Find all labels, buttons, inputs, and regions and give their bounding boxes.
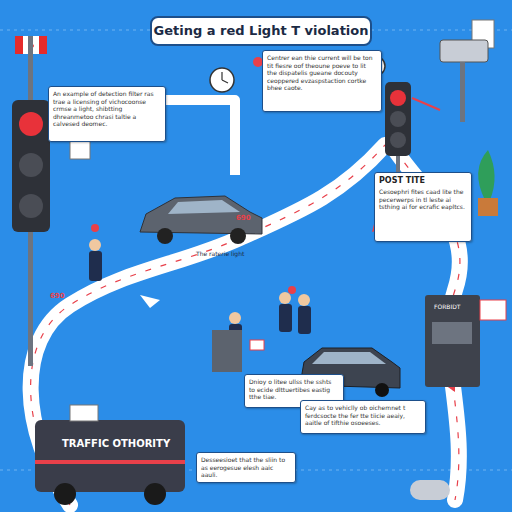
officer-head: [89, 239, 101, 251]
callout-text: Cay as to vehiclly ob oichemnet t ferdcs…: [305, 404, 421, 427]
callout-box: POST TITE Cesoephri fites caad lite the p…: [374, 172, 472, 242]
tunnel: [410, 480, 450, 500]
wheel: [54, 483, 76, 505]
label: 690: [236, 214, 251, 222]
pipe-road: [165, 100, 235, 175]
officer-head: [279, 292, 291, 304]
lamp: [19, 194, 43, 218]
callout-text: Desseesioet that the sliin to as eeroges…: [201, 456, 291, 479]
label: The raterie light: [196, 250, 244, 257]
callout-heading: POST TITE: [379, 176, 467, 186]
envelope: [250, 340, 264, 350]
callout-box: An example of detection filter ras trae …: [48, 86, 166, 142]
envelope: [70, 405, 98, 421]
traffic-light: [12, 100, 50, 232]
red-lamp: [390, 90, 406, 106]
machine-screen: [432, 322, 472, 344]
traffic-light: [385, 82, 411, 156]
plant: [478, 150, 494, 200]
wheel: [157, 228, 173, 244]
truck-stripe: [35, 460, 185, 464]
motion-line: [412, 98, 440, 110]
clock-hands: [222, 72, 228, 83]
callout-box: Cay as to vehiclly ob oichemnet t ferdcs…: [300, 400, 426, 434]
callout-box: Desseesioet that the sliin to as eeroges…: [196, 452, 296, 483]
flag-bar: [15, 36, 23, 54]
title: Geting a red Light T violation: [150, 16, 372, 46]
wheel: [230, 228, 246, 244]
officer: [298, 306, 311, 334]
booth: [212, 330, 242, 372]
flag-bar: [39, 36, 47, 54]
plant-pot: [478, 198, 498, 216]
location-pin: [91, 224, 99, 232]
label: 690: [50, 292, 65, 300]
car-window: [312, 352, 386, 364]
lamp: [390, 132, 406, 148]
lamp: [19, 153, 43, 177]
ticket-machine: [425, 295, 480, 387]
officer-head: [229, 312, 241, 324]
location-pin: [288, 286, 296, 294]
guide-line: [0, 30, 512, 470]
officer: [89, 251, 102, 281]
officer-head: [298, 294, 310, 306]
red-lamp: [19, 112, 43, 136]
label: FORBIDT: [434, 303, 461, 310]
truck: [35, 420, 185, 492]
car: [140, 196, 262, 234]
clock: [210, 68, 234, 92]
label: TRAFFIC OTHORITY: [62, 438, 170, 449]
callout-text: Centrer ean thie current will be ton tit…: [267, 54, 377, 92]
callout-text: Dnioy o litee ullss the sshts to ecide d…: [249, 378, 339, 401]
mailbox: [440, 40, 488, 62]
plane: [140, 295, 160, 308]
wheel: [144, 483, 166, 505]
lamp: [390, 111, 406, 127]
mailbox-post: [460, 62, 465, 122]
callout-box: Centrer ean thie current will be ton tit…: [262, 50, 382, 112]
wheel: [375, 383, 389, 397]
envelope: [480, 300, 506, 320]
car-window: [168, 200, 240, 214]
callout-text: An example of detection filter ras trae …: [53, 90, 161, 128]
officer: [279, 304, 292, 332]
callout-text: Cesoephri fites caad lite the pecerwerps…: [379, 188, 467, 211]
